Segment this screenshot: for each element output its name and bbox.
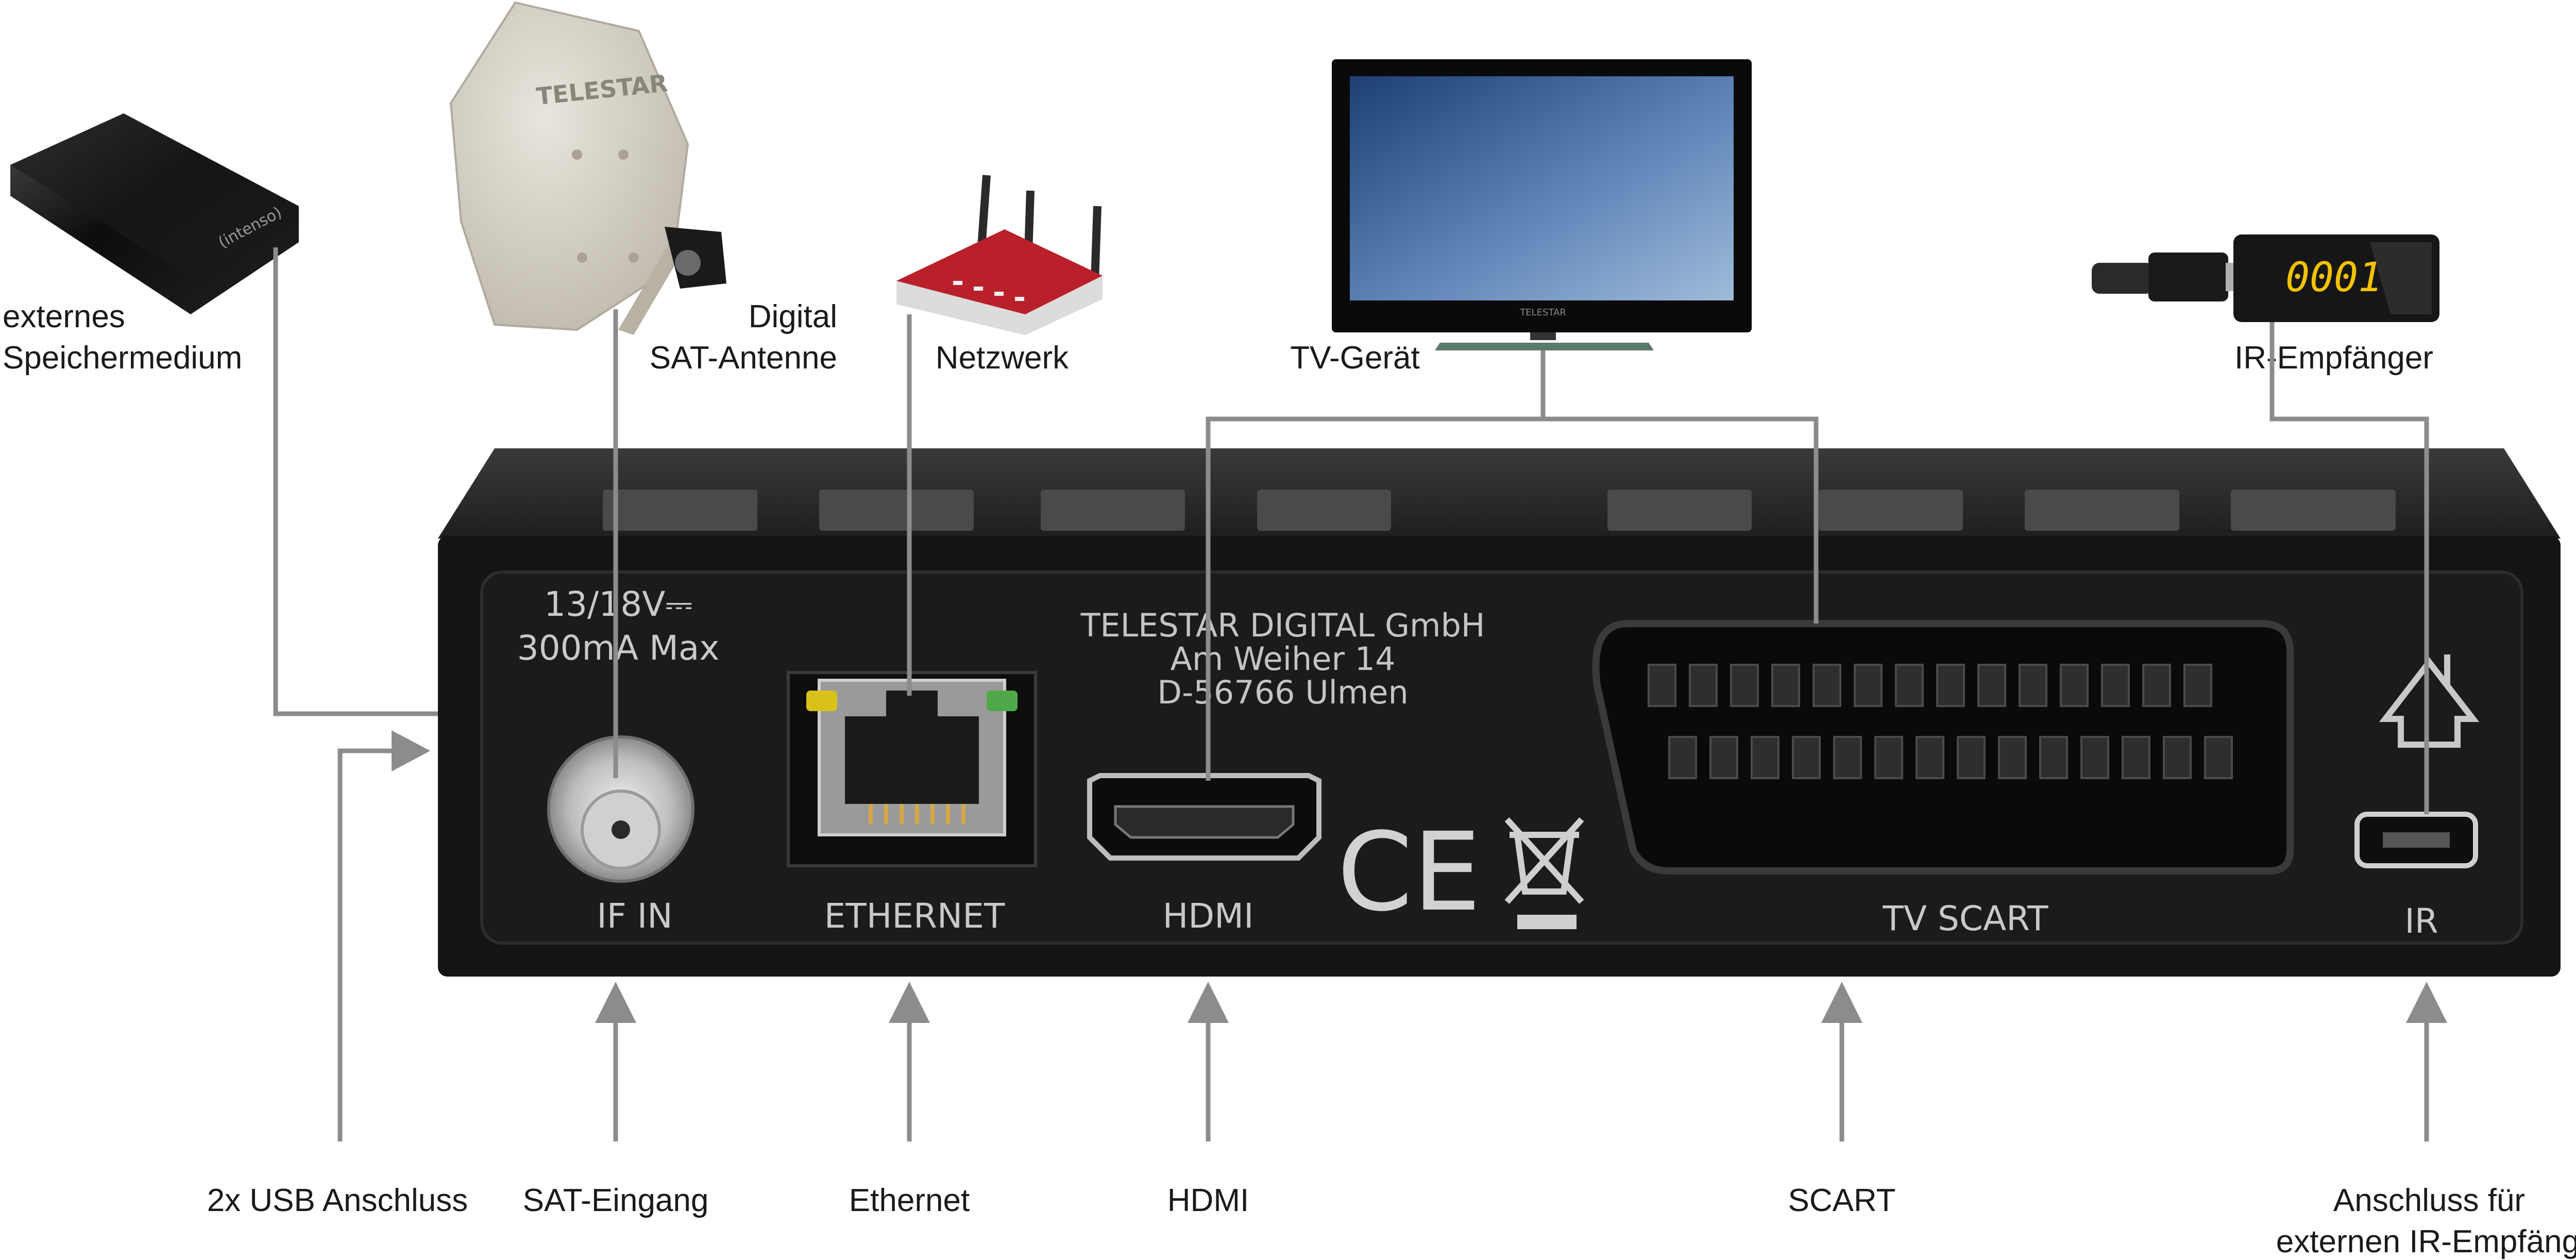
scart-label: TV SCART — [1883, 899, 2049, 938]
arrow-usb — [392, 730, 430, 771]
led-yellow — [806, 691, 837, 711]
vent-slots — [603, 490, 2396, 531]
arrow-eth — [889, 982, 930, 1023]
line-ir — [2269, 322, 2429, 814]
led-green — [987, 691, 1018, 711]
manufacturer-name: TELESTAR DIGITAL GmbH — [1080, 607, 1485, 644]
weee-bin-icon — [1504, 817, 1584, 929]
hdmi-port[interactable] — [1087, 773, 1321, 861]
ir-label: IR — [2404, 901, 2438, 941]
router — [896, 175, 1103, 335]
ir-receiver-device: 0001 — [2092, 234, 2439, 322]
line-tv-hdmi — [1206, 350, 1546, 781]
manufacturer-city: D-56766 Ulmen — [1157, 674, 1409, 711]
line-tv-scart — [1543, 416, 1819, 624]
arrow-ir — [2406, 982, 2447, 1023]
hdmi-label: HDMI — [1163, 896, 1254, 936]
if-in-label: IF IN — [597, 896, 672, 936]
label-ethernet: Ethernet — [849, 1183, 970, 1218]
tv-brand: TELESTAR — [1519, 307, 1566, 318]
ethernet-label: ETHERNET — [824, 896, 1005, 936]
if-in-port[interactable] — [547, 735, 694, 883]
ethernet-port[interactable] — [787, 671, 1037, 867]
label-ir-line1: Anschluss für — [2333, 1183, 2525, 1218]
arrow-hdmi — [1188, 982, 1229, 1023]
line-storage — [273, 247, 438, 716]
tv-set: TELESTAR — [1332, 59, 1752, 350]
storage-label-line2: Speichermedium — [3, 340, 242, 376]
house-icon — [2379, 654, 2480, 748]
ir-display: 0001 — [2285, 255, 2382, 301]
tv-label: TV-Gerät — [1290, 340, 1420, 376]
manufacturer-street: Am Weiher 14 — [1170, 640, 1395, 678]
external-hdd: (intenso) — [10, 113, 299, 314]
power-rating-line2: 300mA Max — [517, 628, 720, 668]
line-usb — [337, 748, 397, 1141]
label-usb: 2x USB Anschluss — [207, 1183, 468, 1218]
router-label: Netzwerk — [936, 340, 1069, 376]
ir-receiver-label: IR-Empfänger — [2234, 340, 2433, 376]
storage-label-line1: externes — [3, 299, 125, 334]
ir-port[interactable] — [2354, 812, 2478, 868]
arrow-sat — [595, 982, 636, 1023]
dish-label-line2: SAT-Antenne — [650, 340, 837, 376]
arrow-scart — [1821, 982, 1862, 1023]
label-sat: SAT-Eingang — [523, 1183, 709, 1218]
satellite-dish: TELESTAR — [449, 1, 726, 335]
power-rating-line1: 13/18V⎓ — [544, 584, 692, 624]
label-scart: SCART — [1788, 1183, 1895, 1218]
label-ir-line2: externen IR-Empfänger — [2276, 1224, 2576, 1259]
label-hdmi: HDMI — [1167, 1183, 1249, 1218]
dish-label-line1: Digital — [749, 299, 837, 334]
connector-lines — [273, 247, 2447, 1141]
ce-mark: CE — [1337, 809, 1481, 935]
scart-port[interactable] — [1592, 620, 2294, 875]
